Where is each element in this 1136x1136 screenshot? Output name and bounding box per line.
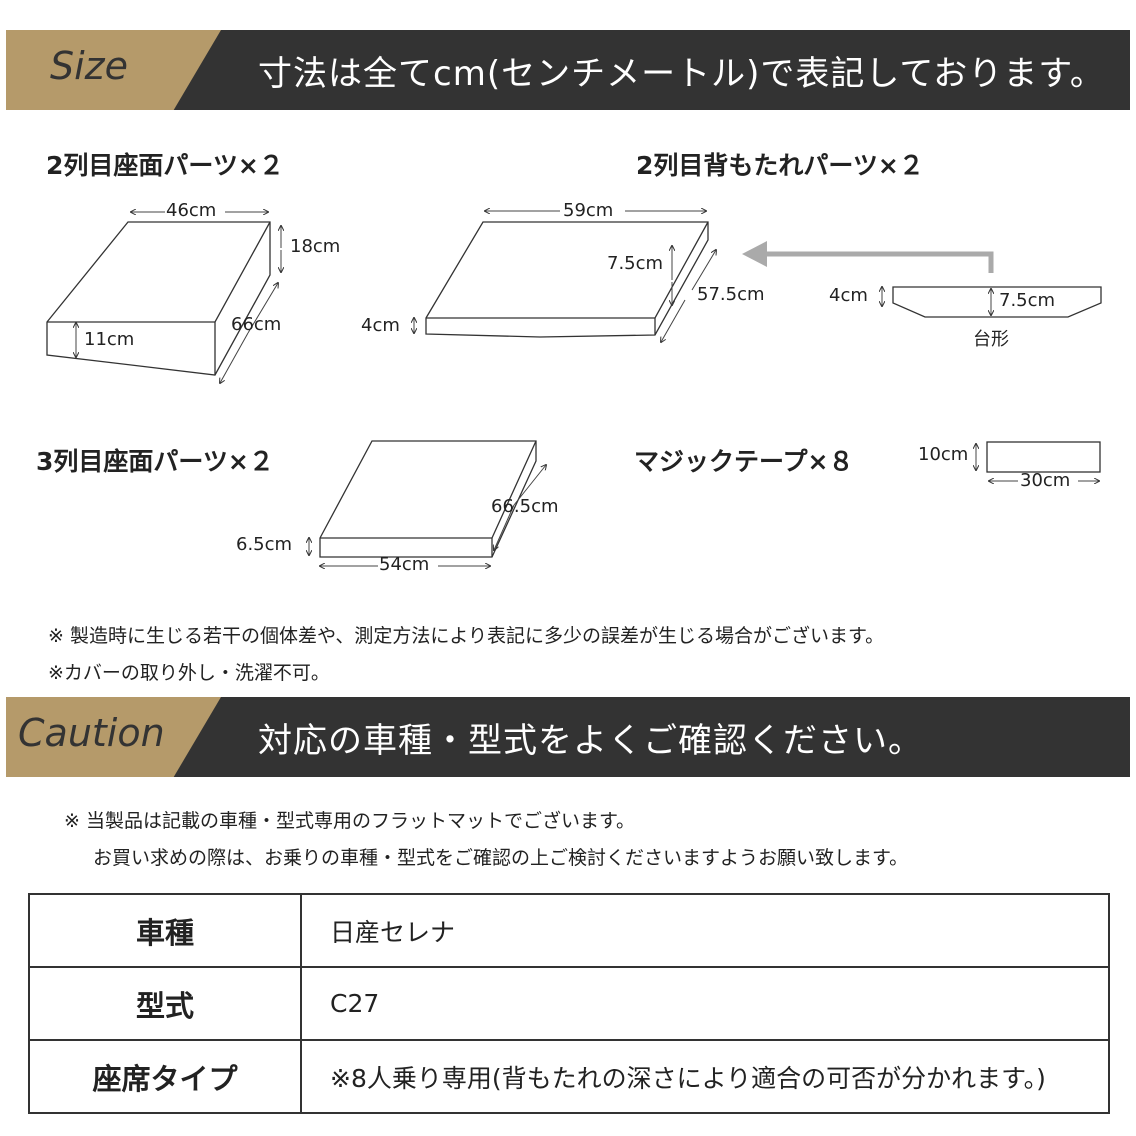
row-value-model: 日産セレナ	[300, 893, 1110, 968]
note-tolerance: ※ 製造時に生じる若干の個体差や、測定方法により表記に多少の誤差が生じる場合がご…	[48, 625, 885, 647]
transition-arrow	[765, 251, 994, 273]
dim-2nd-back-edge: 4cm	[361, 315, 400, 336]
dim-2nd-seat-width: 46cm	[166, 200, 217, 221]
caution-banner-title: 対応の車種・型式をよくご確認ください。	[258, 721, 923, 761]
dim-velcro-height: 10cm	[918, 444, 969, 465]
dim-2nd-seat-depth: 66cm	[231, 314, 282, 335]
dim-3rd-seat-thickness: 6.5cm	[236, 534, 293, 555]
part-label-2nd-seat: 2列目座面パーツ×２	[46, 151, 284, 180]
row-value-seat: ※8人乗り専用(背もたれの深さにより適合の可否が分かれます。)	[300, 1039, 1110, 1114]
dim-2nd-back-width: 59cm	[563, 200, 614, 221]
dim-2nd-seat-thickness: 11cm	[84, 329, 135, 350]
size-banner-title: 寸法は全てcm(センチメートル)で表記しております。	[258, 54, 1105, 94]
part-label-2nd-back: 2列目背もたれパーツ×２	[636, 151, 924, 180]
note-cover: ※カバーの取り外し・洗濯不可。	[48, 662, 330, 684]
row-header-model: 車種	[28, 893, 302, 968]
caution-note-2: お買い求めの際は、お乗りの車種・型式をご確認の上ご検討くださいますようお願い致し…	[93, 847, 909, 869]
seat-3rd-row-diagram	[319, 440, 537, 558]
dim-trapezoid-center: 7.5cm	[999, 290, 1056, 311]
velcro-diagram	[986, 441, 1101, 473]
dim-3rd-seat-width: 54cm	[379, 554, 430, 575]
dim-3rd-seat-depth: 66.5cm	[491, 496, 559, 517]
trapezoid-caption: 台形	[973, 329, 1009, 350]
dim-2nd-seat-height: 18cm	[290, 236, 341, 257]
dim-velcro-width: 30cm	[1020, 470, 1071, 491]
caution-tag-text: Caution	[18, 711, 165, 755]
table-row: 型式 C27	[28, 966, 1110, 1041]
part-label-3rd-seat: 3列目座面パーツ×２	[36, 447, 274, 476]
table-row: 座席タイプ ※8人乗り専用(背もたれの深さにより適合の可否が分かれます。)	[28, 1039, 1110, 1114]
caution-note-1: ※ 当製品は記載の車種・型式専用のフラットマットでございます。	[64, 810, 636, 832]
back-2nd-row-diagram	[425, 221, 709, 338]
trapezoid-diagram	[892, 286, 1102, 318]
dim-2nd-back-thickness: 7.5cm	[607, 253, 664, 274]
row-header-type: 型式	[28, 966, 302, 1041]
caution-tag: Caution	[6, 697, 221, 777]
seat-2nd-row-diagram	[46, 221, 271, 376]
dim-2nd-back-depth: 57.5cm	[697, 284, 765, 305]
dim-trapezoid-edge: 4cm	[829, 285, 868, 306]
row-value-type: C27	[300, 966, 1110, 1041]
caution-banner: Caution 対応の車種・型式をよくご確認ください。	[6, 697, 1130, 777]
row-header-seat: 座席タイプ	[28, 1039, 302, 1114]
size-banner: Size 寸法は全てcm(センチメートル)で表記しております。	[6, 30, 1130, 110]
spec-table: 車種 日産セレナ 型式 C27 座席タイプ ※8人乗り専用(背もたれの深さにより…	[28, 893, 1110, 1114]
size-tag-text: Size	[50, 44, 129, 88]
table-row: 車種 日産セレナ	[28, 893, 1110, 968]
part-label-velcro: マジックテープ×８	[634, 447, 854, 476]
